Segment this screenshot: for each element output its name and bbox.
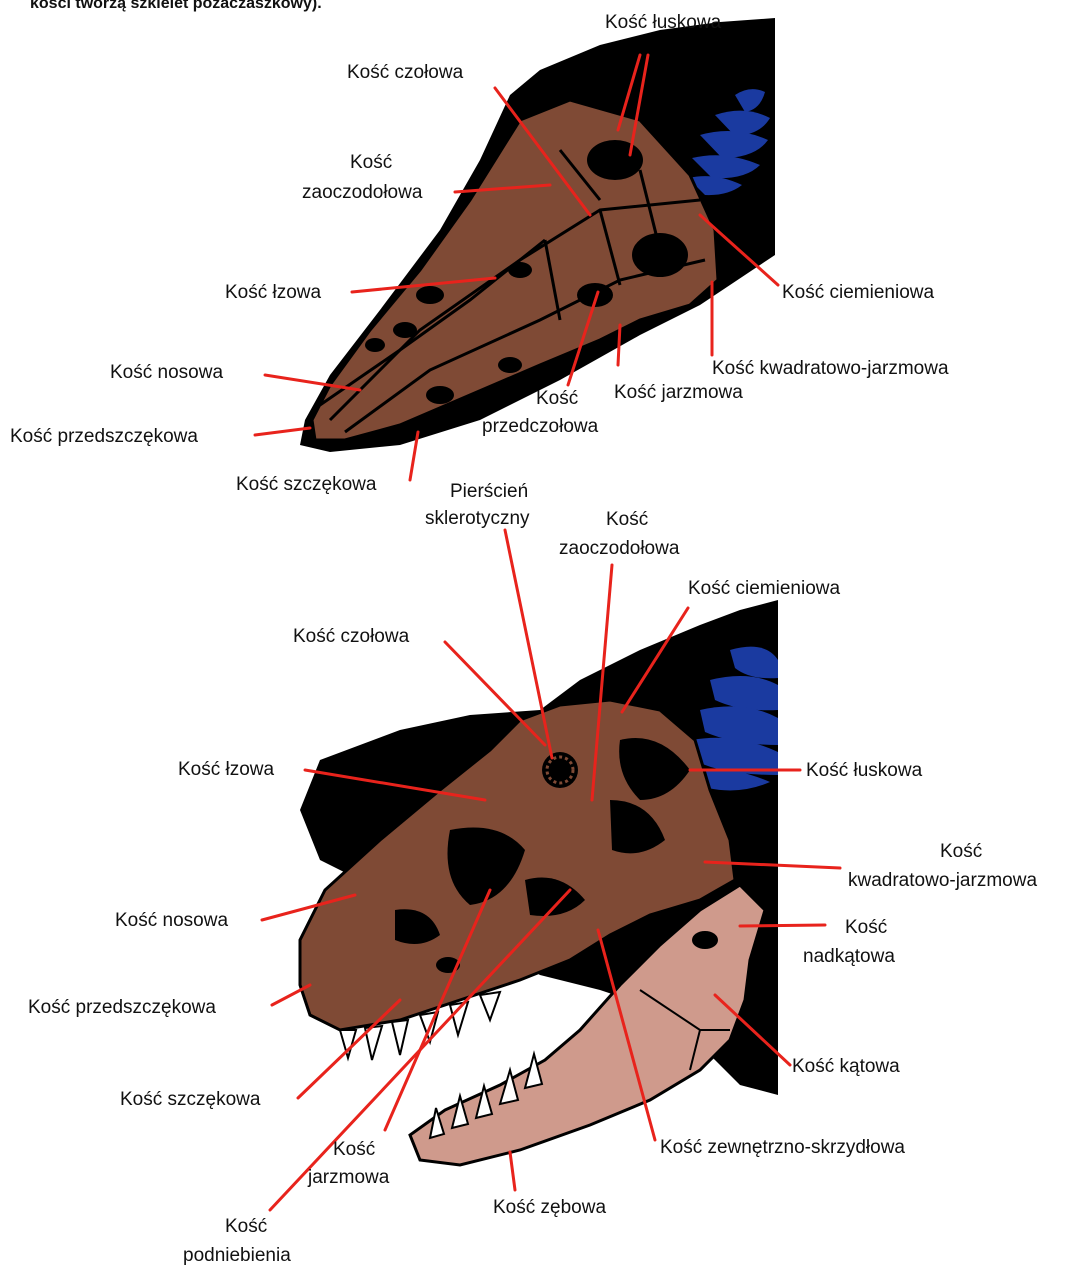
label-b-kwadratowo-1: Kość xyxy=(940,841,982,862)
label-b-jarzmowa-2: jarzmowa xyxy=(307,1167,390,1188)
label-czolowa: Kość czołowa xyxy=(347,62,464,83)
label-b-zaoczodolowa-2: zaoczodołowa xyxy=(559,538,680,559)
bottom-skull xyxy=(300,600,778,1165)
label-b-zewnetrzno: Kość zewnętrzno-skrzydłowa xyxy=(660,1137,905,1158)
label-b-nadkatowa-1: Kość xyxy=(845,917,887,938)
label-b-zaoczodolowa-1: Kość xyxy=(606,509,648,530)
label-przedczolowa-1: Kość xyxy=(536,388,578,409)
label-b-podniebienia-1: Kość xyxy=(225,1216,267,1237)
label-b-przedszczekowa: Kość przedszczękowa xyxy=(28,997,216,1018)
label-pierscien-1: Pierścień xyxy=(450,481,528,502)
label-b-lzowa: Kość łzowa xyxy=(178,759,275,780)
label-b-jarzmowa-1: Kość xyxy=(333,1139,375,1160)
label-zaoczodolowa-2: zaoczodołowa xyxy=(302,182,423,203)
label-zaoczodolowa-1: Kość xyxy=(350,152,392,173)
label-jarzmowa: Kość jarzmowa xyxy=(614,382,743,403)
label-b-nosowa: Kość nosowa xyxy=(115,910,228,931)
caption-text: kości tworzą szkielet pozaczaszkowy). xyxy=(30,0,322,12)
label-nosowa: Kość nosowa xyxy=(110,362,223,383)
label-b-podniebienia-2: podniebienia xyxy=(183,1245,291,1266)
label-b-nadkatowa-2: nadkątowa xyxy=(803,946,895,967)
label-kwadratowo: Kość kwadratowo-jarzmowa xyxy=(712,358,949,379)
label-b-zebowa: Kość zębowa xyxy=(493,1197,606,1218)
label-b-czolowa: Kość czołowa xyxy=(293,626,410,647)
label-b-katowa: Kość kątowa xyxy=(792,1056,900,1077)
label-luskowa: Kość łuskowa xyxy=(605,12,722,33)
label-lzowa: Kość łzowa xyxy=(225,282,322,303)
label-b-szczekowa: Kość szczękowa xyxy=(120,1089,261,1110)
jaw-opening xyxy=(692,931,718,949)
label-ciemieniowa: Kość ciemieniowa xyxy=(782,282,934,303)
label-b-kwadratowo-2: kwadratowo-jarzmowa xyxy=(848,870,1037,891)
label-b-luskowa: Kość łuskowa xyxy=(806,760,923,781)
label-b-ciemieniowa: Kość ciemieniowa xyxy=(688,578,840,599)
sclerotic-ring xyxy=(542,752,578,788)
label-pierscien-2: sklerotyczny xyxy=(425,508,530,529)
label-przedszczekowa: Kość przedszczękowa xyxy=(10,426,198,447)
label-szczekowa: Kość szczękowa xyxy=(236,474,377,495)
label-przedczolowa-2: przedczołowa xyxy=(482,416,599,437)
